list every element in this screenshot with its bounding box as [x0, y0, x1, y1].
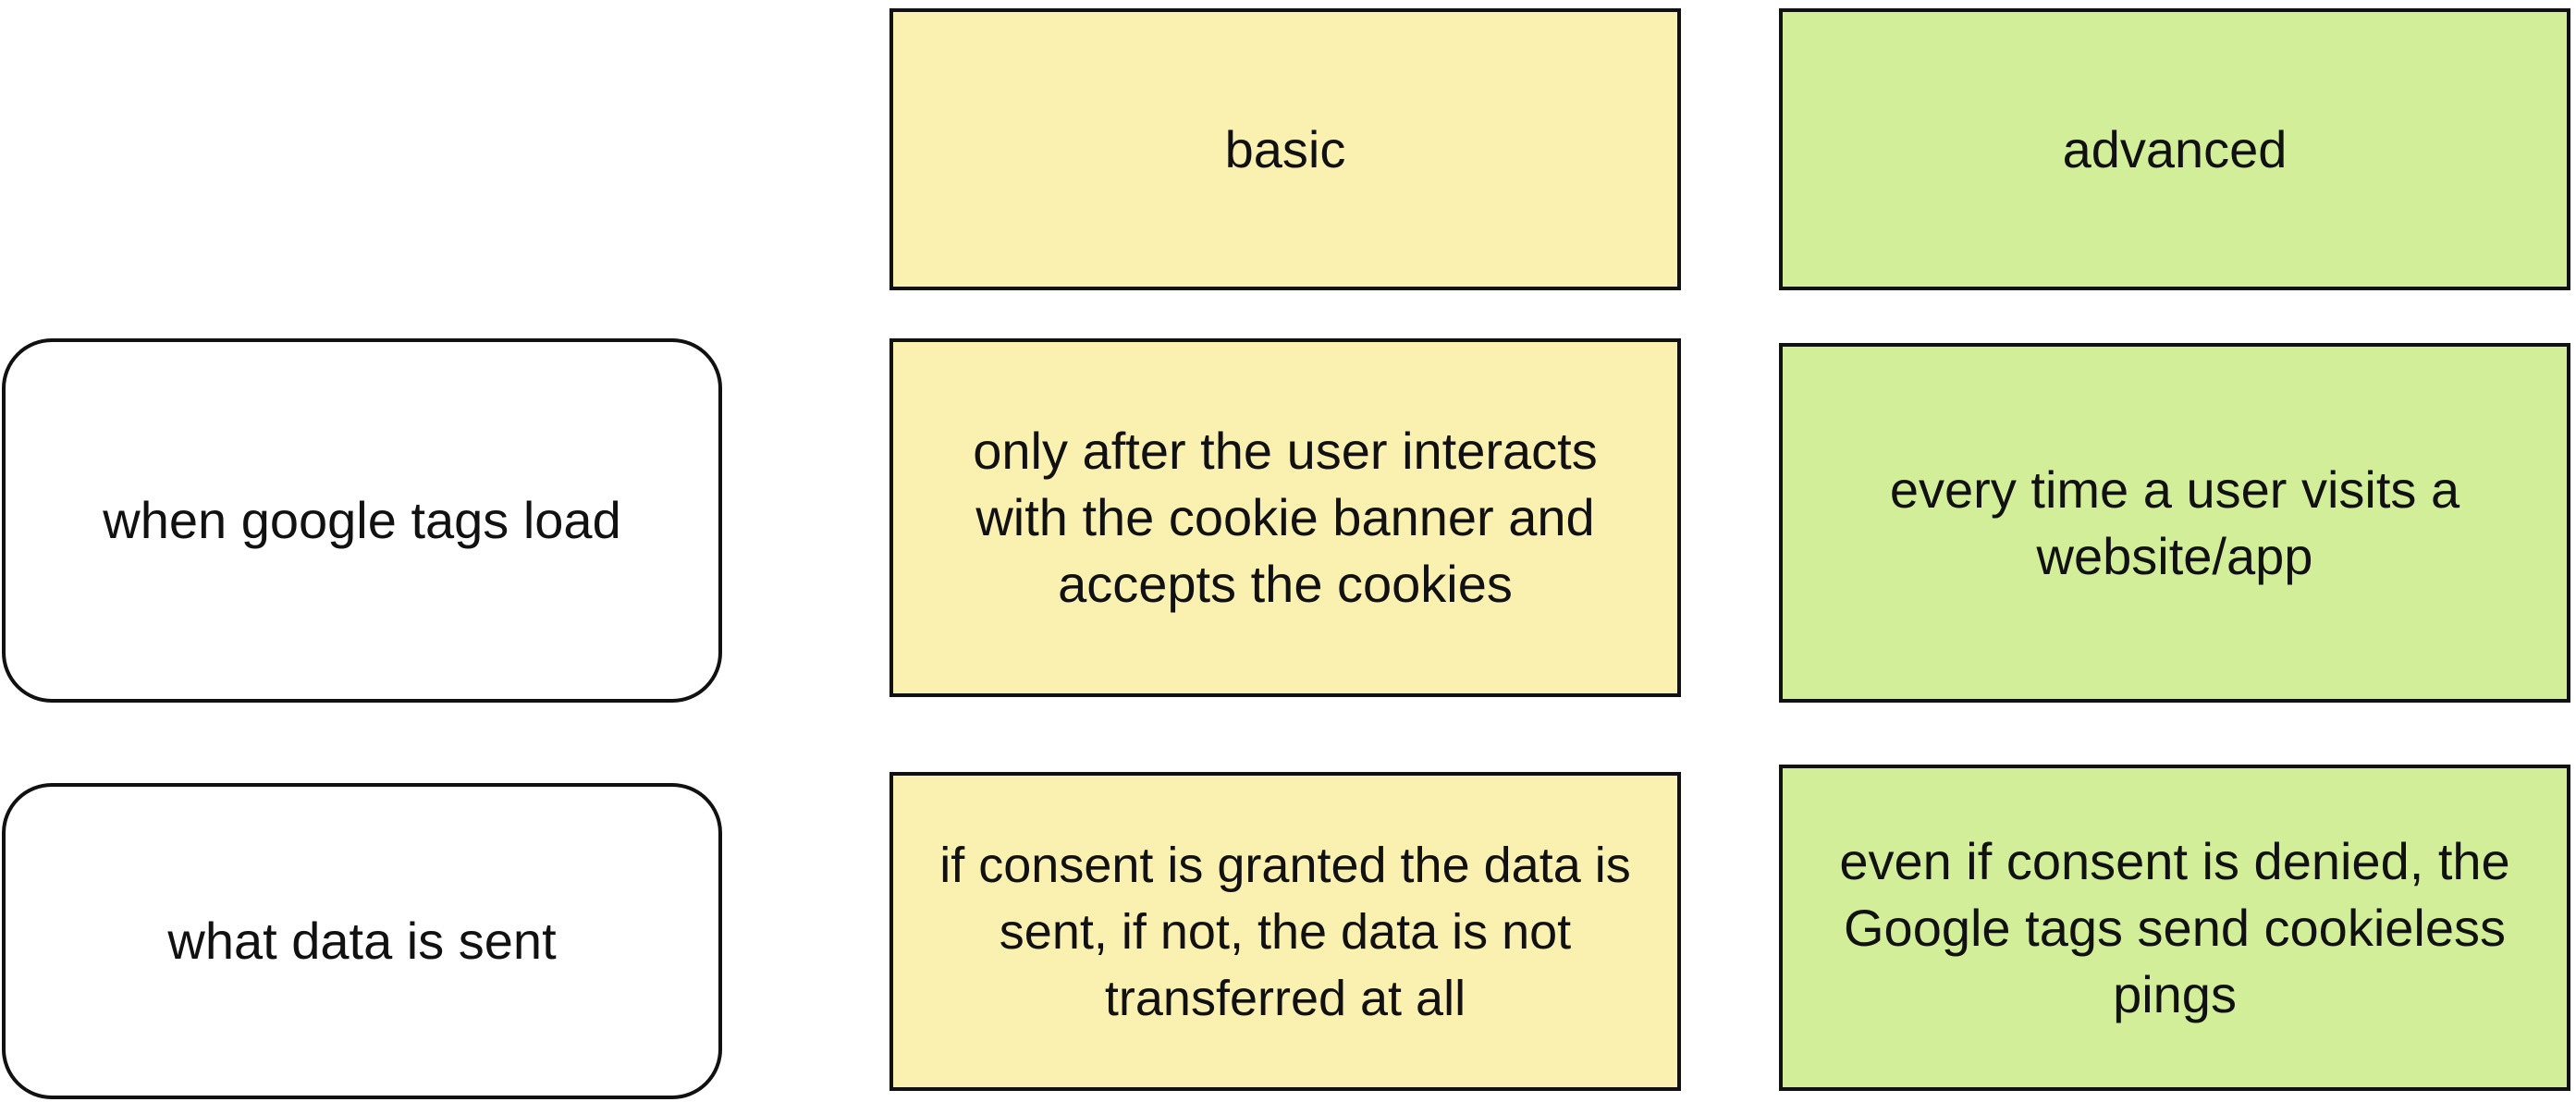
row-label-text: when google tags load — [103, 491, 621, 549]
column-header-advanced: advanced — [1779, 8, 2570, 290]
row-label-what-data-is-sent: what data is sent — [2, 783, 722, 1099]
column-header-advanced-text: advanced — [2062, 119, 2288, 178]
row-label-when-tags-load: when google tags load — [2, 338, 722, 703]
column-header-basic-text: basic — [1224, 119, 1346, 178]
column-header-basic: basic — [889, 8, 1681, 290]
row-label-text: what data is sent — [167, 912, 557, 970]
